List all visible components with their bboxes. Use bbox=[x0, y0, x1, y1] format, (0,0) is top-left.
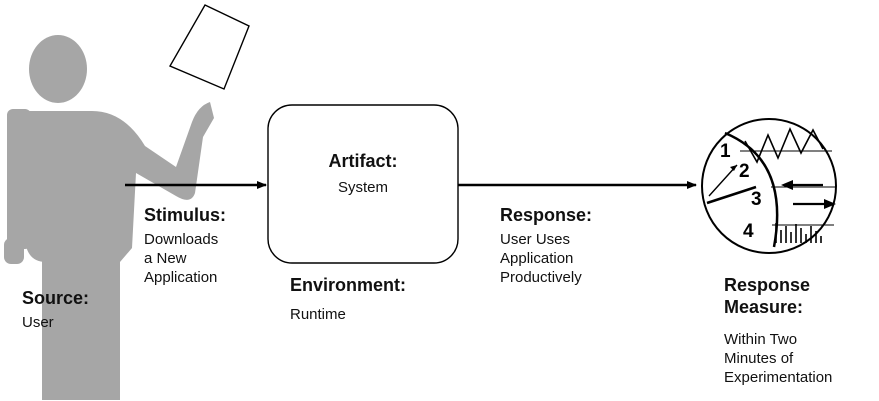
response-measure-title: Response Measure: bbox=[724, 275, 811, 317]
response-measure-label: Response Measure: Within Two Minutes of … bbox=[724, 274, 832, 387]
environment-label: Environment: Runtime bbox=[290, 274, 406, 324]
stimulus-text: Downloads a New Application bbox=[144, 231, 219, 286]
response-label: Response: User Uses Application Producti… bbox=[500, 204, 592, 287]
stimulus-title: Stimulus: bbox=[144, 205, 227, 225]
artifact-text: System bbox=[337, 179, 388, 196]
gauge-number-1: 1 bbox=[720, 141, 731, 162]
response-title: Response: bbox=[500, 205, 593, 225]
user-figure-icon bbox=[4, 35, 214, 400]
gauge-number-2: 2 bbox=[739, 161, 750, 182]
stimulus-label: Stimulus: Downloads a New Application bbox=[144, 204, 226, 287]
response-measure-text: Within Two Minutes of Experimentation bbox=[724, 331, 833, 386]
environment-title: Environment: bbox=[290, 275, 407, 295]
response-text: User Uses Application Productively bbox=[500, 231, 582, 286]
source-text: User bbox=[22, 314, 54, 331]
artifact-title: Artifact: bbox=[328, 151, 398, 171]
gauge-number-4: 4 bbox=[743, 221, 754, 242]
gauge-number-3: 3 bbox=[751, 189, 762, 210]
environment-text: Runtime bbox=[290, 306, 346, 323]
source-label: Source: User bbox=[22, 287, 89, 332]
paper-icon bbox=[169, 4, 250, 90]
artifact-label: Artifact: System bbox=[300, 150, 426, 197]
gauge-icon: 1 2 3 4 bbox=[701, 118, 837, 254]
source-title: Source: bbox=[22, 288, 90, 308]
